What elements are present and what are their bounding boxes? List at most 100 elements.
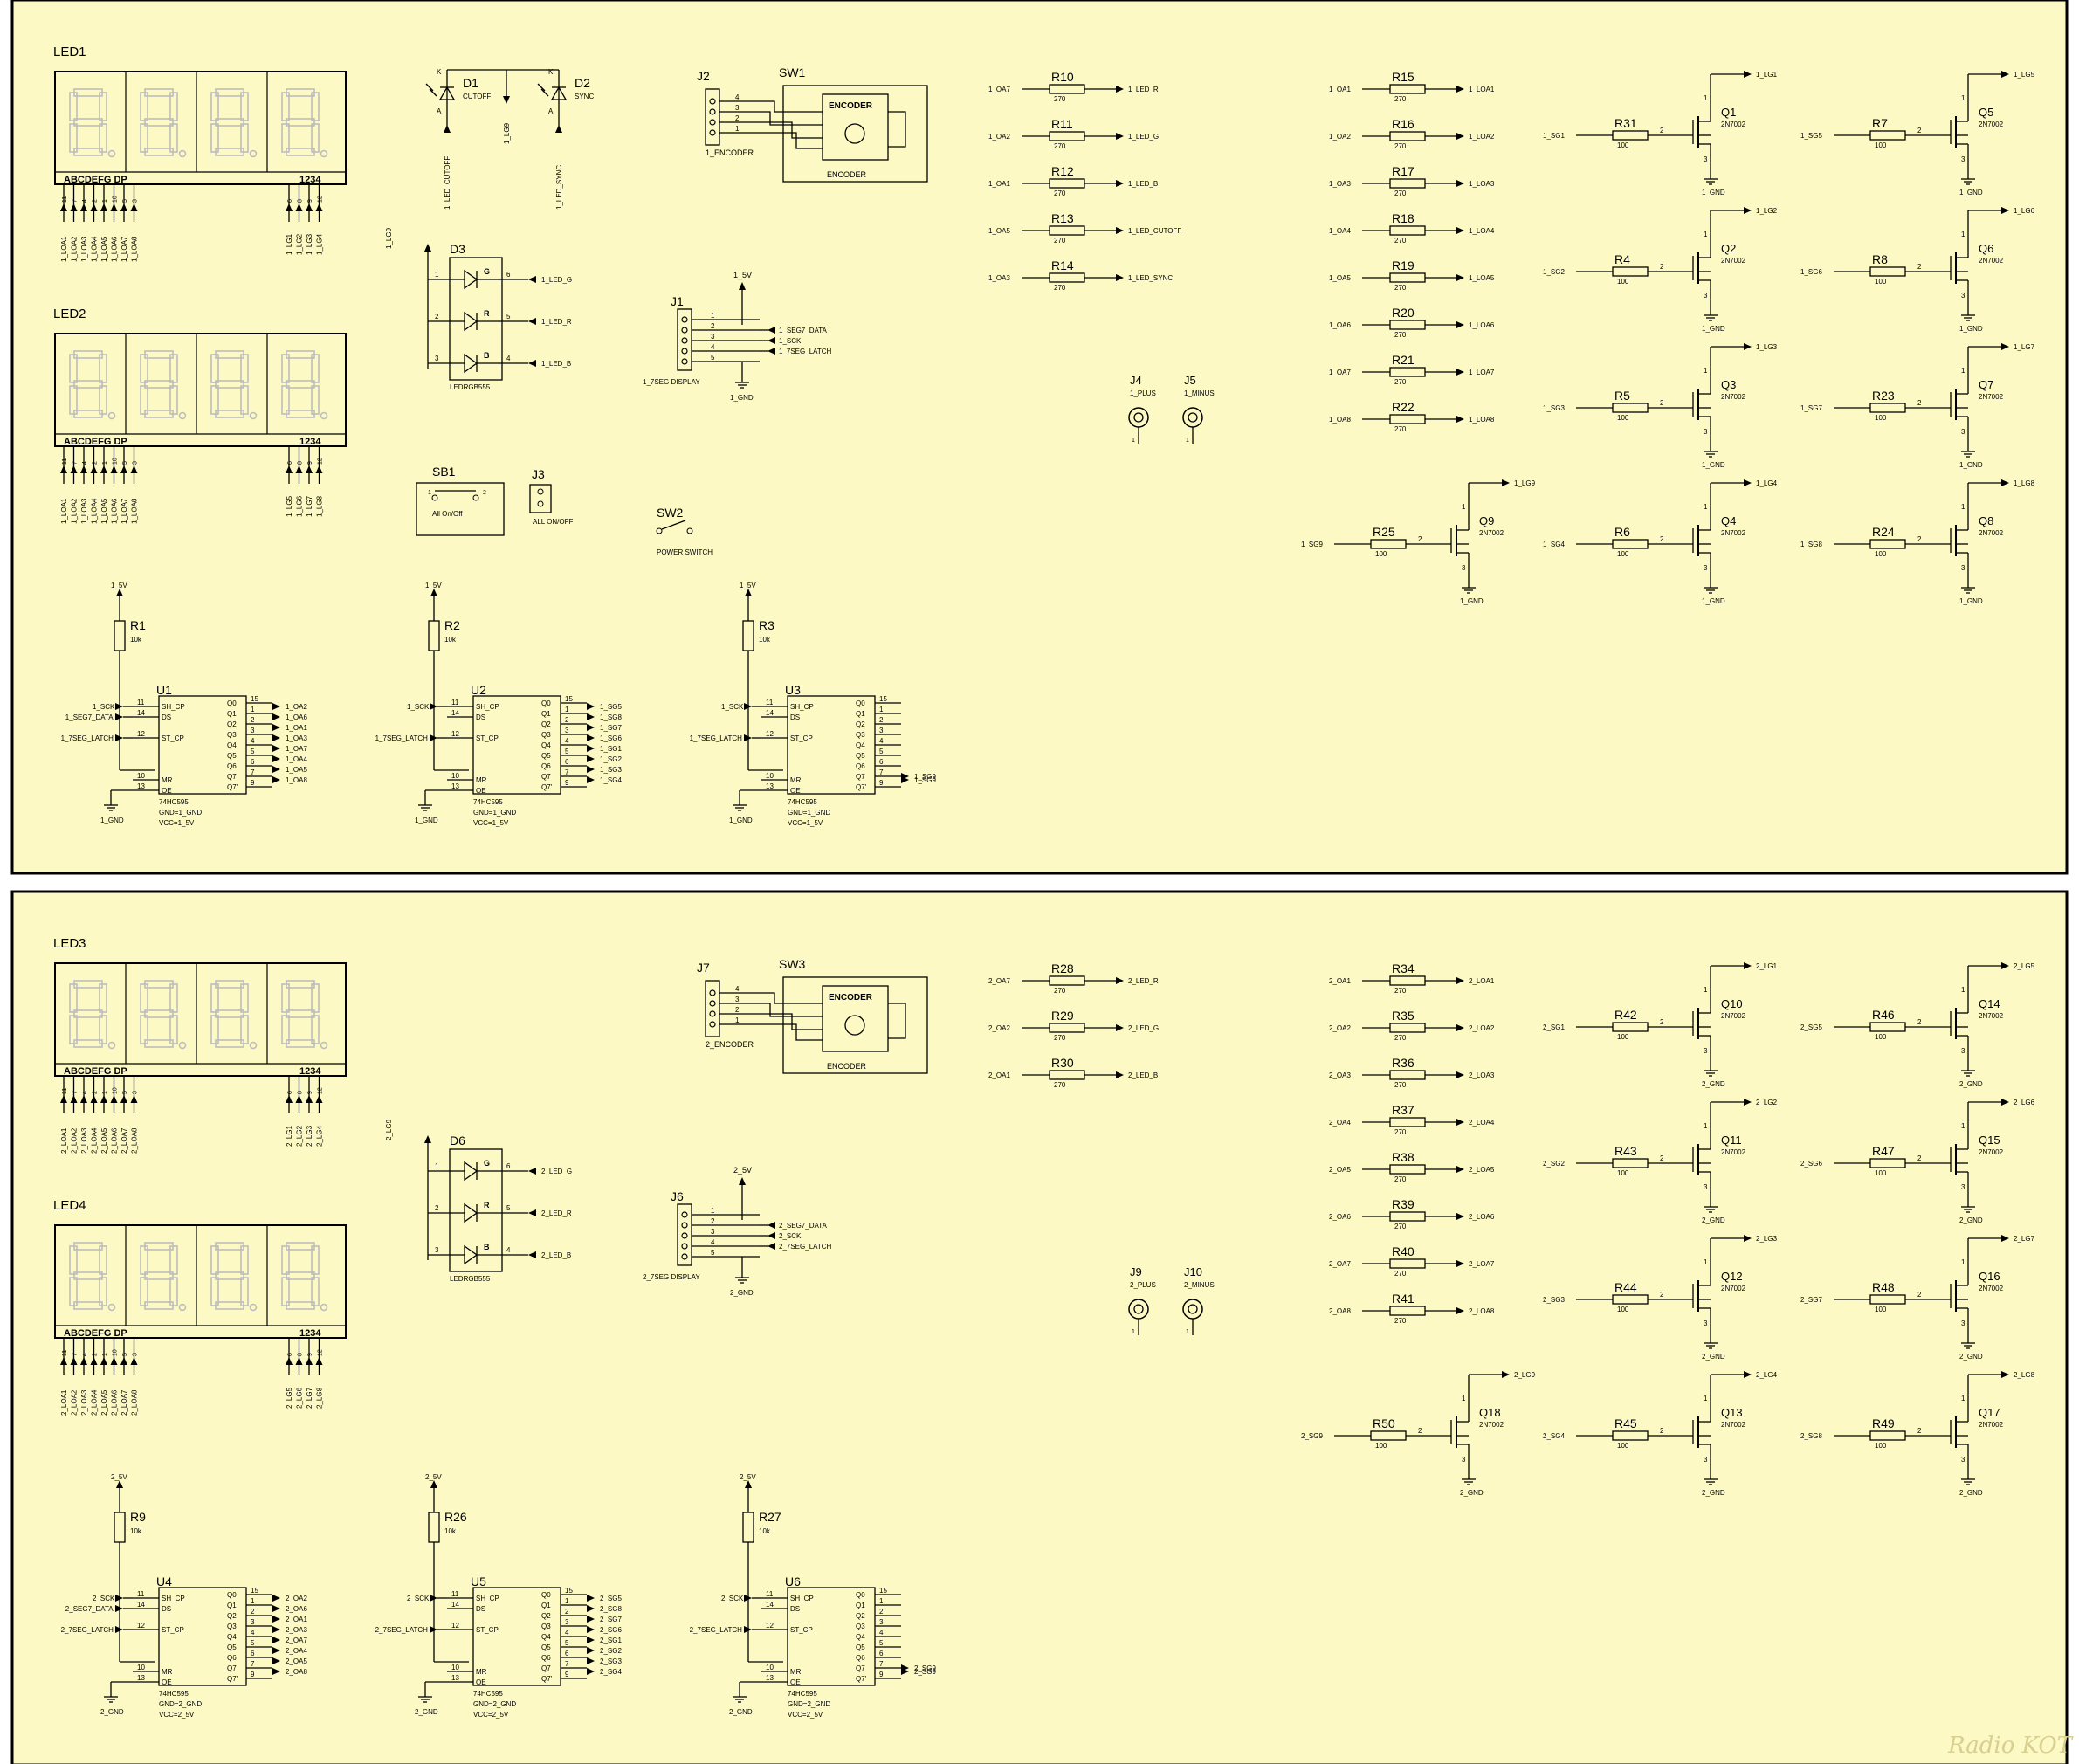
- net-label: 2_GND: [1460, 1489, 1484, 1497]
- net-arrow-icon: [587, 1605, 595, 1612]
- segment: [210, 92, 219, 121]
- net-label: 2_5V: [425, 1473, 442, 1481]
- net-arrow-icon: [745, 1480, 752, 1488]
- resistor-value: 100: [1617, 278, 1629, 286]
- resistor-value: 100: [1875, 1442, 1887, 1450]
- resistor-value: 270: [1394, 1175, 1407, 1183]
- resistor-ref: R3: [759, 618, 774, 632]
- net-arrow-icon: [1502, 1371, 1510, 1378]
- resistor-value: 270: [1054, 1034, 1066, 1042]
- pin-number: 1: [1961, 503, 1965, 511]
- pin-name: Q1: [856, 710, 865, 718]
- net-label: 1_LOA5: [1469, 274, 1495, 282]
- net-label: 1_SEG7_DATA: [65, 713, 114, 721]
- net-label: 1_LG6: [296, 495, 304, 517]
- ground-icon: [418, 1696, 432, 1703]
- net-label: 1_GND: [1702, 189, 1725, 196]
- encoder-frame: [782, 85, 928, 183]
- net-label: 2_LG9: [385, 1119, 393, 1140]
- net-label: 2_LOA2: [71, 1389, 79, 1416]
- net-label: 1_LG9: [503, 122, 511, 144]
- pin-name: Q7: [856, 1664, 865, 1672]
- pin-number: 6: [506, 1162, 511, 1170]
- resistor-ref: R6: [1614, 525, 1630, 539]
- pin-number: 12: [318, 458, 324, 465]
- net-label: 2_LOA8: [131, 1127, 139, 1154]
- net-arrow-icon: [1744, 1371, 1752, 1378]
- segment: [240, 92, 249, 121]
- segment: [69, 354, 78, 383]
- net-arrow-icon: [768, 1232, 775, 1239]
- net-label: 1_OA2: [988, 133, 1010, 141]
- pin-number: 5: [122, 461, 128, 465]
- resistor-value: 100: [1617, 1033, 1629, 1041]
- net-label: 2_7SEG_LATCH: [375, 1626, 429, 1634]
- pin: [681, 348, 688, 355]
- ground-icon: [104, 804, 118, 811]
- ic-part: 74HC595: [788, 798, 817, 806]
- display-body: [54, 71, 347, 185]
- pin-name: Q5: [227, 752, 237, 760]
- pin-number: 1: [1961, 231, 1965, 238]
- pin-name: SH_CP: [790, 703, 814, 711]
- mosfet-part: 2N7002: [1979, 1148, 2004, 1156]
- pin-number: 5: [122, 199, 128, 203]
- net-label: 1_OA1: [286, 724, 307, 732]
- net-label: 1_LG6: [2014, 207, 2035, 215]
- pin-number: 15: [879, 695, 887, 703]
- segment: [144, 380, 174, 389]
- connector-body: [677, 308, 692, 371]
- resistor-ref: R21: [1392, 353, 1415, 367]
- net-arrow-icon: [768, 327, 775, 334]
- net-label: 1_SG1: [600, 745, 622, 753]
- segment: [210, 983, 219, 1013]
- segment: [311, 1245, 320, 1275]
- net-arrow-icon: [1116, 133, 1124, 140]
- wire: [888, 111, 906, 148]
- net-label: 1_LED_CUTOFF: [444, 156, 451, 210]
- segment: [210, 1245, 219, 1275]
- segment: [169, 354, 178, 383]
- net-arrow-icon: [744, 734, 752, 741]
- net-label: 1_LED_B: [541, 360, 571, 368]
- mosfet-ref: Q1: [1721, 106, 1736, 119]
- jack-name: 2_MINUS: [1184, 1281, 1215, 1289]
- display-body: [54, 333, 347, 447]
- encoder-sub: ENCODER: [827, 170, 867, 179]
- pin-number: 2: [1660, 399, 1664, 407]
- net-label: 2_LOA5: [1469, 1166, 1495, 1174]
- pin-number: 1: [1961, 986, 1965, 994]
- resistor-ref: R49: [1872, 1416, 1895, 1430]
- segment: [215, 118, 244, 127]
- resistor-value: 100: [1375, 550, 1387, 558]
- net-label: 2_LG8: [316, 1387, 324, 1409]
- pin-number: 4: [565, 1629, 569, 1637]
- pin-number: 2: [1660, 1018, 1664, 1026]
- net-label: 1_LOA3: [80, 498, 88, 524]
- dp-segment: [320, 149, 328, 158]
- pin-number: 2: [711, 1217, 715, 1225]
- net-label: 1_GND: [1959, 325, 1983, 333]
- net-label: 2_SCK: [779, 1232, 802, 1240]
- mosfet-ref: Q7: [1979, 378, 1993, 391]
- net-label: 2_LG1: [1756, 962, 1778, 970]
- net-label: 2_GND: [730, 1289, 754, 1297]
- segment: [281, 983, 290, 1013]
- pin-number: 1: [735, 1016, 740, 1024]
- pin-number: 11: [766, 699, 774, 706]
- net-label: 1_SG6: [1800, 268, 1822, 276]
- net-label: 2_LG2: [296, 1125, 304, 1147]
- mosfet-ref: Q6: [1979, 242, 1993, 255]
- pin-name: Q6: [227, 762, 237, 770]
- pin: [709, 98, 716, 105]
- pin-number: 5: [711, 1249, 715, 1257]
- pin-name: Q2: [856, 720, 865, 728]
- resistor-value: 100: [1875, 278, 1887, 286]
- segment: [286, 118, 315, 127]
- net-label: 2_LOA1: [60, 1127, 68, 1154]
- pin-number: 1: [1462, 503, 1466, 511]
- pin-number: 2: [1660, 263, 1664, 271]
